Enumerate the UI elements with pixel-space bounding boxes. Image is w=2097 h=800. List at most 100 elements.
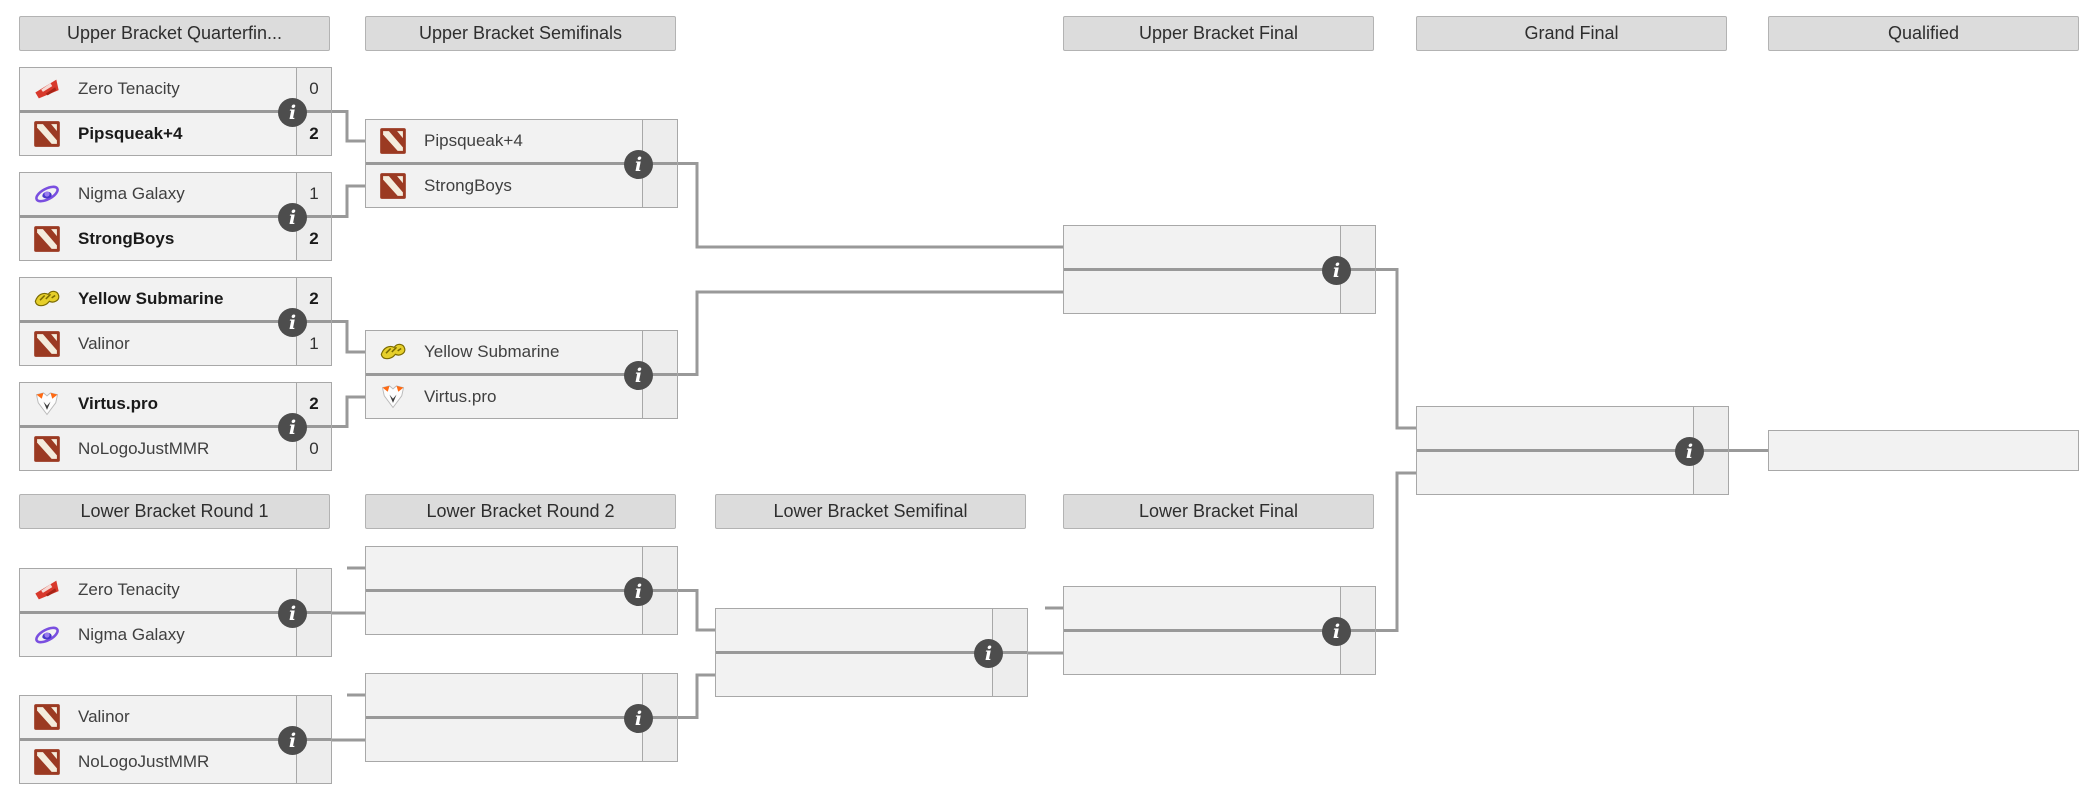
connector-line <box>330 395 365 428</box>
match-divider <box>1064 268 1375 271</box>
match-lb-round1-1: Zero Tenacity Nigma Galaxy i <box>19 568 332 657</box>
match-lb-semifinal: i <box>715 608 1028 697</box>
match-ub-quarterfinal-4: Virtus.pro 2 NoLogoJustMMR 0 i <box>19 382 332 471</box>
match-divider <box>20 215 331 218</box>
nigma-galaxy-logo-icon[interactable] <box>28 620 66 650</box>
team-score: 2 <box>296 278 331 320</box>
match-divider <box>366 373 677 376</box>
team-name[interactable]: Yellow Submarine <box>78 289 224 308</box>
connector-line <box>676 162 1063 249</box>
dota2-default-logo-icon[interactable] <box>28 329 66 359</box>
dota2-default-logo-icon[interactable] <box>28 224 66 254</box>
info-circle-icon[interactable]: i <box>974 639 1003 668</box>
info-circle-icon[interactable]: i <box>278 599 307 628</box>
team-name[interactable]: Virtus.pro <box>424 387 497 406</box>
info-circle-icon[interactable]: i <box>624 704 653 733</box>
info-circle-icon[interactable]: i <box>1675 437 1704 466</box>
match-divider <box>20 110 331 113</box>
team-name[interactable]: NoLogoJustMMR <box>78 752 210 771</box>
match-divider <box>716 651 1027 654</box>
dota2-default-logo-icon[interactable] <box>28 702 66 732</box>
qualified-slot <box>1768 430 2079 471</box>
virtus-pro-logo-icon[interactable] <box>374 382 412 412</box>
connector-line <box>1374 471 1416 632</box>
connector-line <box>330 184 365 218</box>
zero-tenacity-logo-icon[interactable] <box>28 74 66 104</box>
team-score <box>1693 452 1728 494</box>
match-lb-round2-1: i <box>365 546 678 635</box>
connector-line <box>676 290 1063 376</box>
match-lb-final: i <box>1063 586 1376 675</box>
yellow-submarine-logo-icon[interactable] <box>28 284 66 314</box>
match-divider <box>1417 449 1728 452</box>
match-divider <box>1064 629 1375 632</box>
nigma-galaxy-logo-icon[interactable] <box>28 179 66 209</box>
round-header-lb-round2: Lower Bracket Round 2 <box>365 494 676 529</box>
team-row: Zero Tenacity 0 <box>20 68 331 110</box>
match-ub-final: i <box>1063 225 1376 314</box>
team-row: Pipsqueak+4 <box>366 120 677 162</box>
dota2-default-logo-icon[interactable] <box>28 119 66 149</box>
team-row: Yellow Submarine 2 <box>20 278 331 320</box>
round-header-lb-round1: Lower Bracket Round 1 <box>19 494 330 529</box>
team-name[interactable]: NoLogoJustMMR <box>78 439 210 458</box>
match-divider <box>20 611 331 614</box>
match-lb-round2-2: i <box>365 673 678 762</box>
info-circle-icon[interactable]: i <box>1322 256 1351 285</box>
yellow-submarine-logo-icon[interactable] <box>374 337 412 367</box>
info-circle-icon[interactable]: i <box>1322 617 1351 646</box>
zero-tenacity-logo-icon[interactable] <box>28 575 66 605</box>
connector-line <box>330 110 365 143</box>
team-row: StrongBoys 2 <box>20 218 331 260</box>
team-name[interactable]: Valinor <box>78 334 130 353</box>
dota2-default-logo-icon[interactable] <box>28 434 66 464</box>
info-circle-icon[interactable]: i <box>278 413 307 442</box>
match-divider <box>366 716 677 719</box>
match-ub-semifinal-2: Yellow Submarine Virtus.pro i <box>365 330 678 419</box>
team-name[interactable]: Nigma Galaxy <box>78 184 185 203</box>
round-header-lb-final: Lower Bracket Final <box>1063 494 1374 529</box>
team-score <box>1693 407 1728 449</box>
info-circle-icon[interactable]: i <box>278 98 307 127</box>
virtus-pro-logo-icon[interactable] <box>28 389 66 419</box>
info-circle-icon[interactable]: i <box>278 308 307 337</box>
team-name[interactable]: Virtus.pro <box>78 394 158 413</box>
match-ub-quarterfinal-1: Zero Tenacity 0 Pipsqueak+4 2 i <box>19 67 332 156</box>
team-score <box>1340 587 1375 629</box>
round-header-ub-semifinals: Upper Bracket Semifinals <box>365 16 676 51</box>
info-circle-icon[interactable]: i <box>278 203 307 232</box>
team-name[interactable]: Zero Tenacity <box>78 79 180 98</box>
team-name[interactable]: StrongBoys <box>78 229 175 248</box>
match-ub-quarterfinal-2: Nigma Galaxy 1 StrongBoys 2 i <box>19 172 332 261</box>
info-circle-icon[interactable]: i <box>278 726 307 755</box>
round-header-lb-semifinal: Lower Bracket Semifinal <box>715 494 1026 529</box>
team-row-empty <box>1064 587 1375 629</box>
team-name[interactable]: Yellow Submarine <box>424 342 560 361</box>
info-circle-icon[interactable]: i <box>624 361 653 390</box>
round-header-ub-quarterfinals: Upper Bracket Quarterfin... <box>19 16 330 51</box>
connector-line <box>330 320 365 354</box>
dota2-default-logo-icon[interactable] <box>28 747 66 777</box>
team-name[interactable]: Pipsqueak+4 <box>424 131 523 150</box>
match-ub-quarterfinal-3: Yellow Submarine 2 Valinor 1 i <box>19 277 332 366</box>
team-name[interactable]: StrongBoys <box>424 176 512 195</box>
dota2-default-logo-icon[interactable] <box>374 171 412 201</box>
team-name[interactable]: Zero Tenacity <box>78 580 180 599</box>
match-divider <box>20 320 331 323</box>
match-divider <box>20 738 331 741</box>
dota2-default-logo-icon[interactable] <box>374 126 412 156</box>
match-divider <box>366 162 677 165</box>
team-name[interactable]: Nigma Galaxy <box>78 625 185 644</box>
team-row: NoLogoJustMMR <box>20 741 331 783</box>
match-divider <box>366 589 677 592</box>
team-name[interactable]: Valinor <box>78 707 130 726</box>
connector-line <box>676 589 715 632</box>
team-row-empty <box>1417 452 1728 494</box>
match-lb-round1-2: Valinor NoLogoJustMMR i <box>19 695 332 784</box>
info-circle-icon[interactable]: i <box>624 577 653 606</box>
team-name[interactable]: Pipsqueak+4 <box>78 124 183 143</box>
round-header-ub-final: Upper Bracket Final <box>1063 16 1374 51</box>
info-circle-icon[interactable]: i <box>624 150 653 179</box>
